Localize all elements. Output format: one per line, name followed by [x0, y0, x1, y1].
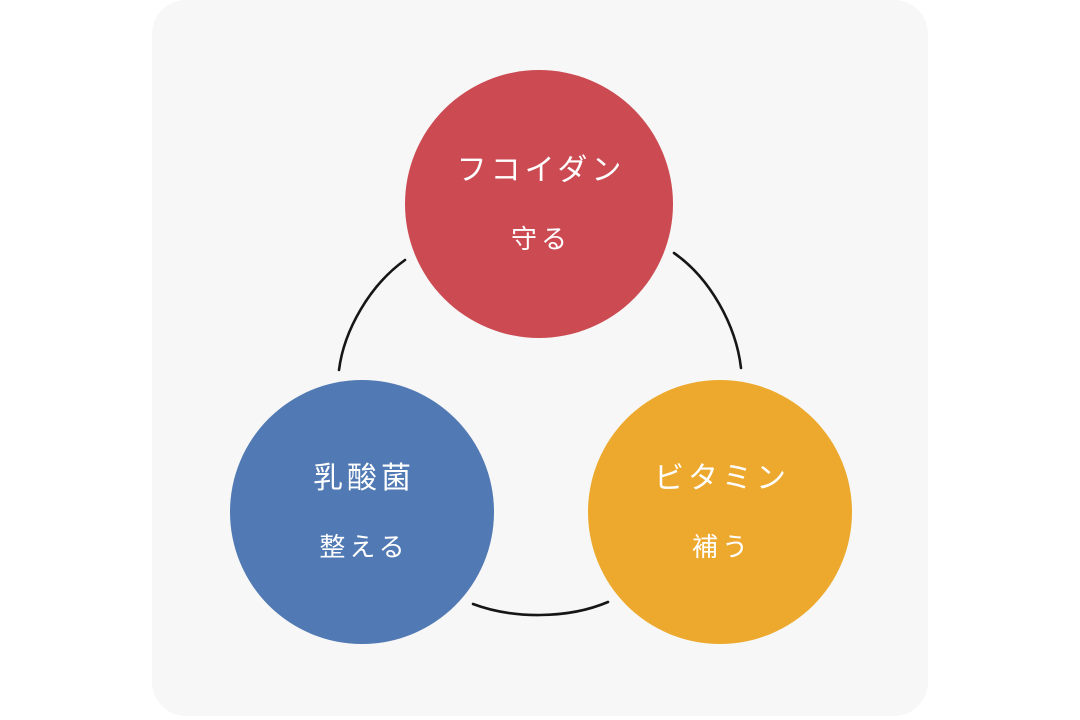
node-fucoidan-subtitle: 守る — [510, 224, 571, 254]
node-fucoidan[interactable]: フコイダン 守る — [405, 70, 673, 338]
node-vitamin-title: ビタミン — [654, 462, 790, 495]
node-lactic-acid-bacteria-subtitle: 整える — [319, 532, 409, 562]
node-vitamin[interactable]: ビタミン 補う — [588, 380, 852, 644]
node-lactic-acid-bacteria[interactable]: 乳酸菌 整える — [230, 380, 494, 644]
arc-fucoidan-to-vitamin — [672, 251, 743, 370]
node-vitamin-subtitle: 補う — [691, 532, 752, 562]
node-fucoidan-title: フコイダン — [456, 154, 626, 187]
arc-lactic-to-vitamin — [471, 600, 610, 617]
node-lactic-acid-bacteria-title: 乳酸菌 — [313, 462, 415, 495]
arc-lactic-to-fucoidan — [337, 258, 407, 372]
